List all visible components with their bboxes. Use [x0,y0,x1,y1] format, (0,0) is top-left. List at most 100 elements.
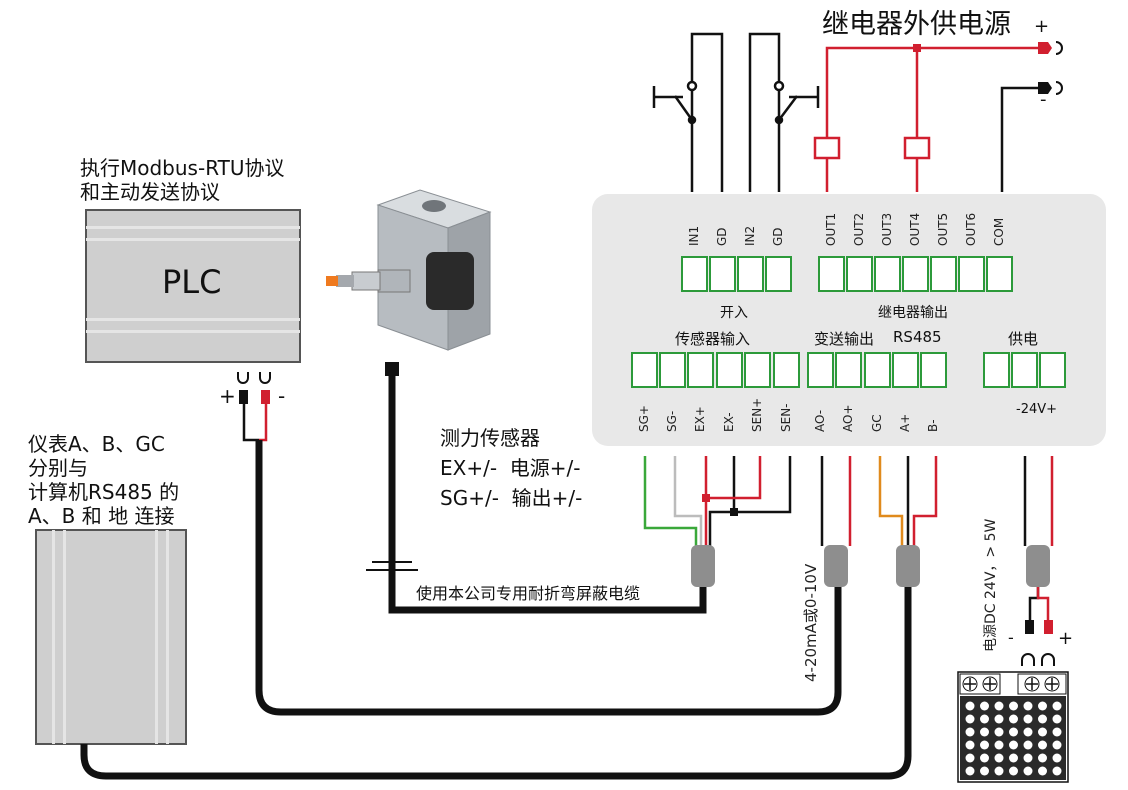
plc-label: PLC [162,263,222,301]
top-terminal-out5 [930,256,957,292]
top-pin-label: GD [771,227,785,246]
psu-vent-dot [994,740,1004,750]
psu-vent-dot [1052,766,1062,776]
bottom-terminal-gc [864,352,891,388]
top-terminal-out6 [958,256,985,292]
psu-block [957,671,1069,783]
psu-vent-dot [1009,727,1018,737]
sensor-caption-1: 测力传感器 [440,426,540,450]
relay-plus-terminal [1038,41,1063,55]
bottom-pin-label: SG+ [637,405,651,432]
relay-power-wires [813,46,1040,192]
psu-vent-dots [965,701,1062,776]
psu-vent-dot [994,753,1004,763]
sensor-junction-red [702,494,710,502]
psu-vent-dot [980,766,989,776]
meter-caption-1: 仪表A、B、GC [28,432,165,456]
psu-vent-dot [1052,727,1062,737]
shield-symbol [366,561,418,571]
psu-vent-dot [1052,740,1062,750]
bottom-pin-label: GC [870,414,884,432]
psu-vent-dot [1038,740,1047,750]
relay-minus-terminal [1038,81,1063,95]
plc-wire-red [259,404,268,442]
psu-minus-label: - [1008,628,1014,647]
psu-vent-dot [1038,701,1047,711]
bottom-pin-label: SEN+ [750,397,764,432]
bottom-terminal-ex- [687,352,714,388]
power-terminal-2 [1011,352,1038,388]
top-pin-label: IN2 [743,225,757,246]
relay-junction [913,44,921,52]
top-terminal-out4 [902,256,929,292]
psu-vent-dot [965,753,975,763]
bottom-pin-label: EX+ [693,406,707,432]
bottom-pin-label: B- [926,419,940,432]
top-pin-label: OUT6 [964,212,978,246]
psu-vent-dot [994,766,1004,776]
meter-caption-4: A、B 和 地 连接 [28,504,175,528]
top-terminal-out2 [846,256,873,292]
top-pin-label: IN1 [687,225,701,246]
psu-vent-dot [1023,740,1033,750]
psu-vent-dot [1009,701,1018,711]
bottom-pin-label: EX- [722,412,736,432]
switch-2 [748,32,820,192]
group-power: 供电 [1008,330,1039,348]
meter-box [35,529,187,745]
psu-vent-dot [1038,727,1047,737]
psu-vent-dot [1023,714,1033,724]
psu-vent-dot [965,766,975,776]
sleeve-sensor [691,545,715,587]
psu-vent-dot [1038,753,1047,763]
switch-1 [652,32,724,192]
plc-minus-label: - [278,384,286,408]
psu-vent-dot [965,740,975,750]
sensor-cable [388,376,707,614]
bottom-pin-label: A+ [898,413,912,432]
sleeve-power [1026,545,1050,587]
top-terminal-gd [765,256,792,292]
top-pin-label: COM [992,217,1006,246]
sleeve-ao [824,545,848,587]
top-pin-label: OUT5 [936,212,950,246]
power-terminal-1 [983,352,1010,388]
relay-power-title: 继电器外供电源 [822,9,1011,40]
sensor-wires [643,456,792,546]
top-terminal-out3 [874,256,901,292]
bottom-pin-label: AO+ [841,404,855,433]
psu-vent-dot [1023,753,1033,763]
cable-label: 使用本公司专用耐折弯屏蔽电缆 [416,584,641,603]
plc-caption-1: 执行Modbus-RTU协议 [80,156,285,180]
bottom-terminal-ao- [835,352,862,388]
meter-caption-3: 计算机RS485 的 [28,480,180,504]
sensor-junction-black [730,508,738,516]
top-terminal-out1 [818,256,845,292]
top-pin-label: OUT1 [824,212,838,246]
rs485-cable-plc [255,440,842,716]
psu-vent-dot [1009,766,1018,776]
meter-caption-2: 分别与 [28,456,88,480]
gc-wire [878,456,904,546]
psu-vent-dot [1009,753,1018,763]
bottom-pin-label: SEN- [779,403,793,432]
bottom-pin-label: AO- [813,409,827,432]
group-sensor-in: 传感器输入 [675,330,751,348]
psu-vent-dot [1038,714,1047,724]
psu-vent-dot [965,701,975,711]
sleeve-rs485 [896,545,920,587]
psu-vent-dot [994,701,1004,711]
bottom-terminal-sen- [744,352,771,388]
psu-vent-dot [994,727,1004,737]
psu-vent-dot [1052,701,1062,711]
psu-vent-dot [1038,766,1047,776]
psu-vent-dot [1023,766,1033,776]
psu-vent-dot [1023,727,1033,737]
rs485-cable-meter [80,585,912,780]
psu-vent-dot [980,701,989,711]
top-pin-label: OUT4 [908,212,922,246]
psu-plus-label: + [1058,628,1074,649]
psu-vent-dot [1052,753,1062,763]
